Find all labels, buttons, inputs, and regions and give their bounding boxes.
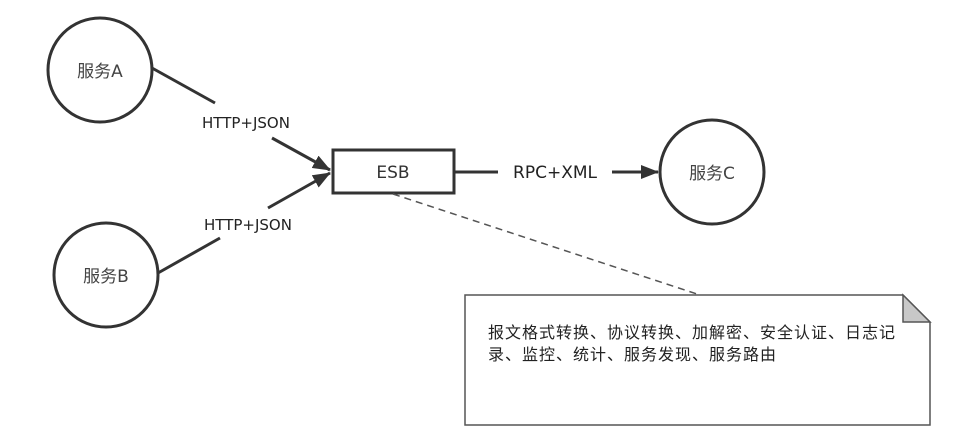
edge-a-segment-1 bbox=[151, 66, 216, 105]
service-b-node: 服务B bbox=[52, 221, 160, 329]
edge-esb-to-c: RPC+XML bbox=[455, 163, 659, 183]
esb-node: ESB bbox=[331, 148, 456, 195]
edge-b-segment-2 bbox=[267, 171, 331, 210]
edge-b-label: HTTP+JSON bbox=[204, 216, 292, 234]
esb-label: ESB bbox=[376, 163, 409, 183]
service-c-label: 服务C bbox=[689, 164, 735, 184]
note-connector bbox=[392, 193, 701, 296]
service-c-node: 服务C bbox=[658, 118, 766, 226]
edge-a-to-esb: HTTP+JSON bbox=[151, 66, 331, 172]
edge-a-segment-2 bbox=[271, 136, 331, 172]
note-body bbox=[464, 294, 931, 426]
service-a-node: 服务A bbox=[46, 16, 154, 124]
edge-a-label: HTTP+JSON bbox=[202, 114, 290, 132]
note-text: 报文格式转换、协议转换、加解密、安全认证、日志记录、监控、统计、服务发现、服务路… bbox=[488, 323, 897, 364]
edge-b-to-esb: HTTP+JSON bbox=[157, 171, 331, 275]
edge-c-label: RPC+XML bbox=[513, 163, 597, 183]
note-fold-corner bbox=[902, 293, 932, 323]
service-a-label: 服务A bbox=[77, 62, 123, 82]
edge-b-segment-1 bbox=[157, 236, 221, 275]
note bbox=[464, 293, 932, 426]
service-b-label: 服务B bbox=[83, 267, 129, 287]
